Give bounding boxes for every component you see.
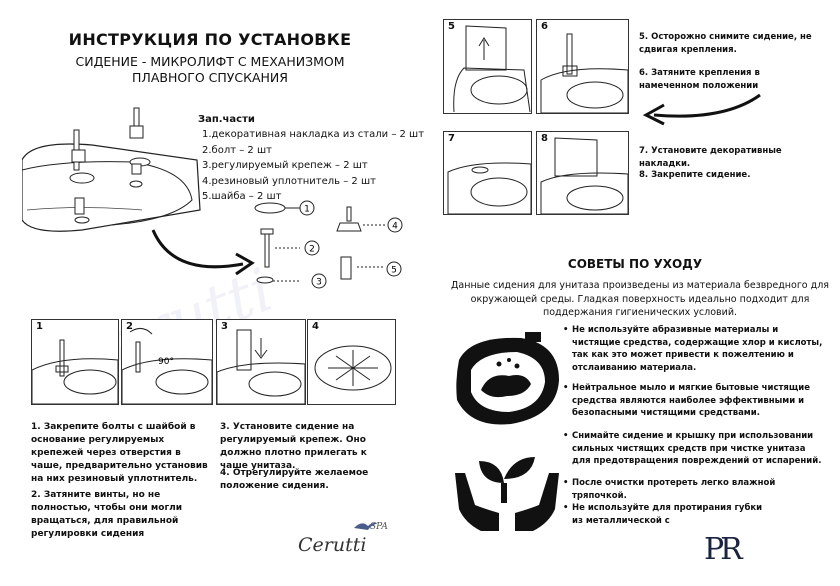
step-text-6: 6. Затяните крепления в намеченном полож… bbox=[639, 68, 760, 91]
callout-3: 3 bbox=[316, 278, 322, 288]
parts-item: 3.регулируемый крепеж – 2 шт bbox=[202, 160, 368, 171]
parts-callouts: 1 4 2 5 3 bbox=[254, 200, 403, 289]
parts-item: 2.болт – 2 шт bbox=[202, 144, 272, 156]
subtitle-line-2: ПЛАВНОГО СПУСКАНИЯ bbox=[132, 70, 288, 85]
callout-4: 4 bbox=[392, 222, 398, 232]
step-6-drawing bbox=[540, 33, 628, 113]
step-panel-3: 3 bbox=[216, 319, 306, 405]
step-7-drawing bbox=[447, 162, 531, 214]
panel-number: 6 bbox=[541, 21, 548, 32]
care-tip: После очистки протереть легко влажной тр… bbox=[563, 477, 824, 502]
step-2-drawing: 90° bbox=[122, 328, 212, 404]
parts-item: 1.декоративная накладка из стали – 2 шт bbox=[202, 129, 425, 140]
parts-heading: Зап.части bbox=[198, 114, 255, 125]
plant-hands-icon bbox=[455, 457, 559, 531]
panel-number: 8 bbox=[541, 133, 548, 144]
step-text-5: 5. Осторожно снимите сидение, не сдвигая… bbox=[639, 32, 812, 55]
step-4-drawing bbox=[314, 345, 392, 391]
care-tip: Не используйте для протирания губки из м… bbox=[563, 502, 772, 527]
panel-number: 4 bbox=[312, 321, 319, 332]
step-text-4: 4. Отрегулируйте желаемое положение сиде… bbox=[220, 468, 369, 491]
step-panel-2: 2 90° bbox=[121, 319, 213, 405]
parts-list: 1.декоративная накладка из стали – 2 шт … bbox=[202, 127, 424, 205]
panel-number: 5 bbox=[448, 21, 455, 32]
step-1-drawing bbox=[32, 339, 118, 404]
pr-logo: PR bbox=[704, 532, 743, 567]
brand-name: Cerutti bbox=[298, 534, 367, 556]
care-intro: Данные сидения для унитаза произведены и… bbox=[450, 280, 829, 318]
step-text-7: 7. Установите декоративные накладки. bbox=[639, 146, 782, 169]
step-text-3: 3. Установите сидение на регулируемый кр… bbox=[220, 422, 367, 471]
panel-number: 1 bbox=[36, 321, 43, 332]
step-text-2: 2. Затяните винты, но не полностью, чтоб… bbox=[31, 490, 183, 539]
parts-item: 5.шайба – 2 шт bbox=[202, 191, 282, 202]
brand-mark: SPA bbox=[370, 522, 388, 532]
step-5-drawing bbox=[453, 25, 531, 113]
callout-1: 1 bbox=[304, 205, 310, 215]
curved-arrow-left bbox=[642, 93, 761, 126]
curved-arrow bbox=[151, 229, 255, 276]
step-panel-8: 8 bbox=[536, 131, 629, 215]
step-3-drawing bbox=[217, 329, 305, 404]
page-subtitle: СИДЕНИЕ - МИКРОЛИФТ С МЕХАНИЗМОМ ПЛАВНОГ… bbox=[0, 54, 420, 86]
step-panel-4: 4 bbox=[307, 319, 396, 405]
panel-number: 2 bbox=[126, 321, 133, 332]
step-text-1: 1. Закрепите болты с шайбой в основание … bbox=[31, 422, 208, 484]
subtitle-line-1: СИДЕНИЕ - МИКРОЛИФТ С МЕХАНИЗМОМ bbox=[75, 54, 345, 69]
care-tip: Нейтральное мыло и мягкие бытовые чистящ… bbox=[563, 382, 824, 420]
panel-number: 7 bbox=[448, 133, 455, 144]
parts-item: 4.резиновый уплотнитель – 2 шт bbox=[202, 175, 376, 187]
step-panel-6: 6 bbox=[536, 19, 629, 114]
callout-2: 2 bbox=[309, 245, 315, 255]
panel-number: 3 bbox=[221, 321, 228, 332]
seat-cleaning-icon bbox=[456, 332, 559, 425]
care-tip: Снимайте сидение и крышку при использова… bbox=[563, 430, 824, 468]
step-panel-5: 5 bbox=[443, 19, 532, 114]
angle-label: 90° bbox=[158, 357, 174, 367]
step-text-8: 8. Закрепите сидение. bbox=[639, 170, 751, 180]
care-tip: Не используйте абразивные материалы и чи… bbox=[563, 324, 824, 374]
toilet-exploded-drawing bbox=[22, 107, 201, 232]
bird-icon bbox=[354, 522, 378, 530]
step-panel-7: 7 bbox=[443, 131, 532, 215]
step-panel-1: 1 bbox=[31, 319, 119, 405]
callout-5: 5 bbox=[391, 266, 397, 276]
care-title: СОВЕТЫ ПО УХОДУ bbox=[567, 257, 703, 271]
brand-logo: Cerutti SPA bbox=[298, 522, 388, 556]
step-8-drawing bbox=[540, 137, 628, 214]
page-title: ИНСТРУКЦИЯ ПО УСТАНОВКЕ bbox=[68, 30, 352, 49]
